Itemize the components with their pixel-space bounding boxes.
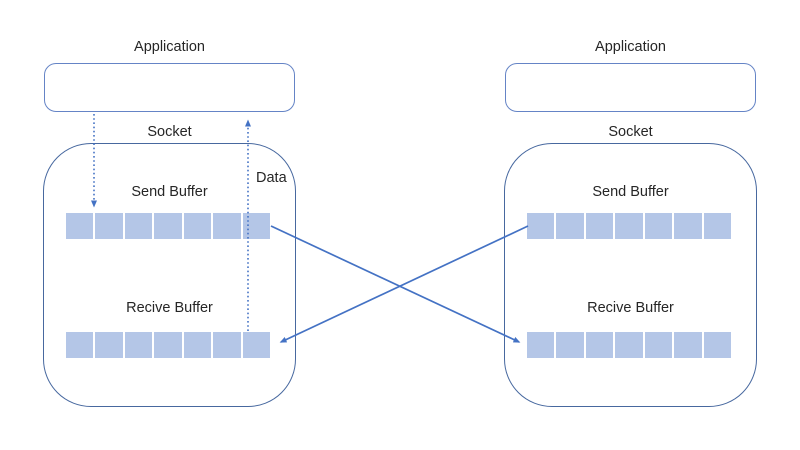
buffer-cell [154, 213, 182, 239]
buffer-cell [242, 213, 270, 239]
buffer-cell [703, 332, 731, 358]
data-label: Data [256, 170, 287, 186]
send-buffer-bar [527, 213, 731, 239]
socket-label: Socket [608, 124, 653, 140]
buffer-cell [674, 332, 702, 358]
application-label: Application [595, 39, 666, 55]
buffer-cell [585, 213, 614, 239]
buffer-cell [527, 332, 555, 358]
host-left: Application Socket Send Buffer Recive Bu… [0, 0, 300, 450]
socket-box [504, 143, 757, 407]
receive-buffer-label: Recive Buffer [587, 300, 674, 316]
buffer-cell [527, 213, 555, 239]
socket-box [43, 143, 296, 407]
buffer-cell [644, 332, 673, 358]
buffer-cell [556, 332, 584, 358]
application-box [505, 63, 756, 112]
buffer-cell [66, 213, 94, 239]
buffer-cell [615, 213, 643, 239]
buffer-cell [213, 332, 241, 358]
buffer-cell [183, 332, 212, 358]
socket-label: Socket [147, 124, 192, 140]
buffer-cell [674, 213, 702, 239]
receive-buffer-label: Recive Buffer [126, 300, 213, 316]
buffer-cell [242, 332, 270, 358]
buffer-cell [585, 332, 614, 358]
receive-buffer-bar [66, 332, 270, 358]
buffer-cell [556, 213, 584, 239]
buffer-cell [183, 213, 212, 239]
buffer-cell [644, 213, 673, 239]
application-box [44, 63, 295, 112]
application-label: Application [134, 39, 205, 55]
buffer-cell [124, 213, 153, 239]
buffer-cell [95, 332, 123, 358]
buffer-cell [154, 332, 182, 358]
send-buffer-label: Send Buffer [592, 184, 669, 200]
buffer-cell [124, 332, 153, 358]
buffer-cell [66, 332, 94, 358]
buffer-cell [213, 213, 241, 239]
host-right: Application Socket Send Buffer Recive Bu… [461, 0, 761, 450]
send-buffer-bar [66, 213, 270, 239]
send-buffer-label: Send Buffer [131, 184, 208, 200]
buffer-cell [615, 332, 643, 358]
receive-buffer-bar [527, 332, 731, 358]
buffer-cell [95, 213, 123, 239]
buffer-cell [703, 213, 731, 239]
